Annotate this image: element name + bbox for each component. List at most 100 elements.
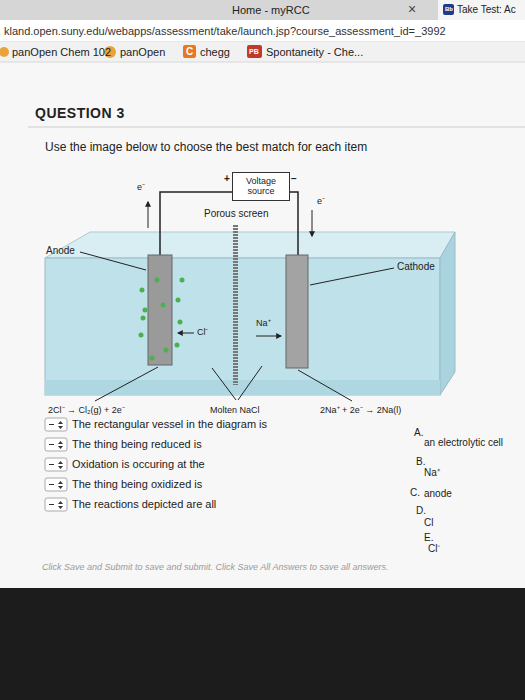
choice-letter: D. bbox=[416, 505, 426, 517]
node-text: Voltage source bbox=[235, 176, 287, 197]
question-item: The reactions depicted are all bbox=[72, 498, 216, 511]
leader-line bbox=[310, 268, 394, 285]
select-dash bbox=[49, 444, 54, 445]
part-label: Anode bbox=[46, 245, 75, 257]
part-label: Molten NaCl bbox=[210, 405, 260, 415]
bubble bbox=[150, 356, 155, 361]
select-dash bbox=[49, 464, 54, 465]
bookmark: panOpen Chem 102 bbox=[12, 46, 111, 59]
bubble bbox=[141, 316, 146, 321]
choice-text: anode bbox=[424, 488, 452, 500]
heading-rule bbox=[28, 127, 525, 128]
tab-title: Take Test: Ac bbox=[457, 4, 516, 16]
electron-label: e⁻ bbox=[137, 182, 145, 192]
bubble bbox=[140, 288, 145, 293]
part-label: Porous screen bbox=[204, 208, 268, 220]
wire bbox=[160, 192, 232, 255]
wire bbox=[288, 192, 298, 255]
bubble bbox=[143, 308, 148, 313]
electron-label: e⁻ bbox=[317, 196, 325, 206]
question-item: The rectangular vessel in the diagram is bbox=[72, 418, 267, 431]
question-item: The thing being oxidized is bbox=[72, 478, 202, 491]
bubble bbox=[161, 303, 166, 308]
bookmarks-bar bbox=[0, 42, 525, 62]
address-url: kland.open.suny.edu/webapps/assessment/t… bbox=[4, 25, 446, 38]
select-arrows bbox=[58, 501, 63, 509]
choice-letter: C. bbox=[410, 487, 420, 499]
leader-line bbox=[80, 252, 146, 270]
tank-bottom bbox=[45, 380, 440, 395]
select-arrows bbox=[58, 481, 63, 489]
bookmark-icon bbox=[0, 47, 9, 57]
select-arrows bbox=[58, 421, 63, 429]
select-dash bbox=[49, 484, 54, 485]
icon-letter: PB bbox=[249, 48, 259, 56]
close-button: × bbox=[408, 1, 416, 17]
bar-divider bbox=[0, 62, 525, 63]
screen-bezel bbox=[0, 588, 525, 700]
leader-line bbox=[95, 367, 158, 401]
tab-icon-letter: Bb bbox=[445, 6, 453, 13]
electron-arrow bbox=[148, 202, 149, 228]
footer-note: Click Save and Submit to save and submit… bbox=[42, 562, 388, 572]
bubble bbox=[180, 278, 185, 283]
chlorine-bubbles bbox=[139, 278, 185, 361]
tab-title: Home - myRCC bbox=[232, 4, 310, 17]
ion-label: Na⁺ bbox=[256, 318, 271, 328]
tank-front bbox=[45, 258, 440, 395]
ion-label: Cl⁻ bbox=[197, 327, 209, 337]
bookmark: chegg bbox=[200, 46, 230, 59]
question-heading: QUESTION 3 bbox=[35, 105, 125, 121]
select-widget bbox=[45, 438, 67, 451]
choice-letter: B. bbox=[416, 456, 425, 468]
polarity-sign: − bbox=[291, 173, 297, 185]
select-box bbox=[45, 418, 67, 431]
select-box bbox=[45, 478, 67, 491]
choice-text: an electrolytic cell bbox=[424, 437, 503, 449]
polarity-sign: + bbox=[224, 173, 230, 185]
select-widget bbox=[45, 478, 67, 491]
select-dash bbox=[49, 424, 54, 425]
porous-screen bbox=[233, 225, 238, 385]
select-widget bbox=[45, 458, 67, 471]
choice-text: Cl bbox=[424, 517, 433, 529]
bookmark: Spontaneity - Che... bbox=[266, 46, 363, 59]
voltage-source-box: Voltage source bbox=[232, 172, 290, 201]
bubble bbox=[139, 333, 144, 338]
choice-text: Cl⁻ bbox=[428, 543, 440, 555]
ion-arrow bbox=[178, 333, 194, 334]
active-tab bbox=[438, 0, 525, 20]
tab-bar bbox=[0, 0, 525, 20]
anode-electrode bbox=[148, 255, 172, 365]
select-widget bbox=[45, 498, 67, 511]
bubble bbox=[175, 343, 180, 348]
bubble bbox=[155, 278, 160, 283]
select-widget bbox=[45, 418, 67, 431]
address-bar bbox=[0, 20, 525, 42]
liquid-surface bbox=[45, 232, 455, 258]
electron-arrow bbox=[312, 210, 313, 236]
bubble bbox=[178, 320, 183, 325]
ion-arrow bbox=[256, 336, 281, 337]
part-label: Cathode bbox=[397, 261, 435, 273]
tab-icon bbox=[443, 4, 454, 15]
bookmark-icon bbox=[247, 45, 262, 58]
question-item: Oxidation is occuring at the bbox=[72, 458, 205, 471]
leader-line bbox=[212, 368, 236, 400]
cathode-electrode bbox=[286, 255, 308, 368]
bubble bbox=[164, 348, 169, 353]
choice-text: Na⁺ bbox=[424, 467, 440, 479]
select-box bbox=[45, 438, 67, 451]
reaction-equation: 2Cl⁻ → Cl₂(g) + 2e⁻ bbox=[48, 405, 125, 415]
leader-line bbox=[238, 366, 262, 400]
choice-letter: A. bbox=[414, 427, 423, 439]
choice-letter: E. bbox=[424, 532, 433, 544]
tank-side bbox=[440, 232, 455, 395]
select-box bbox=[45, 498, 67, 511]
select-arrows bbox=[58, 441, 63, 449]
leader-line bbox=[298, 370, 352, 401]
reaction-equation: 2Na⁺ + 2e⁻ → 2Na(l) bbox=[320, 405, 401, 415]
select-dash bbox=[49, 504, 54, 505]
select-arrows bbox=[58, 461, 63, 469]
